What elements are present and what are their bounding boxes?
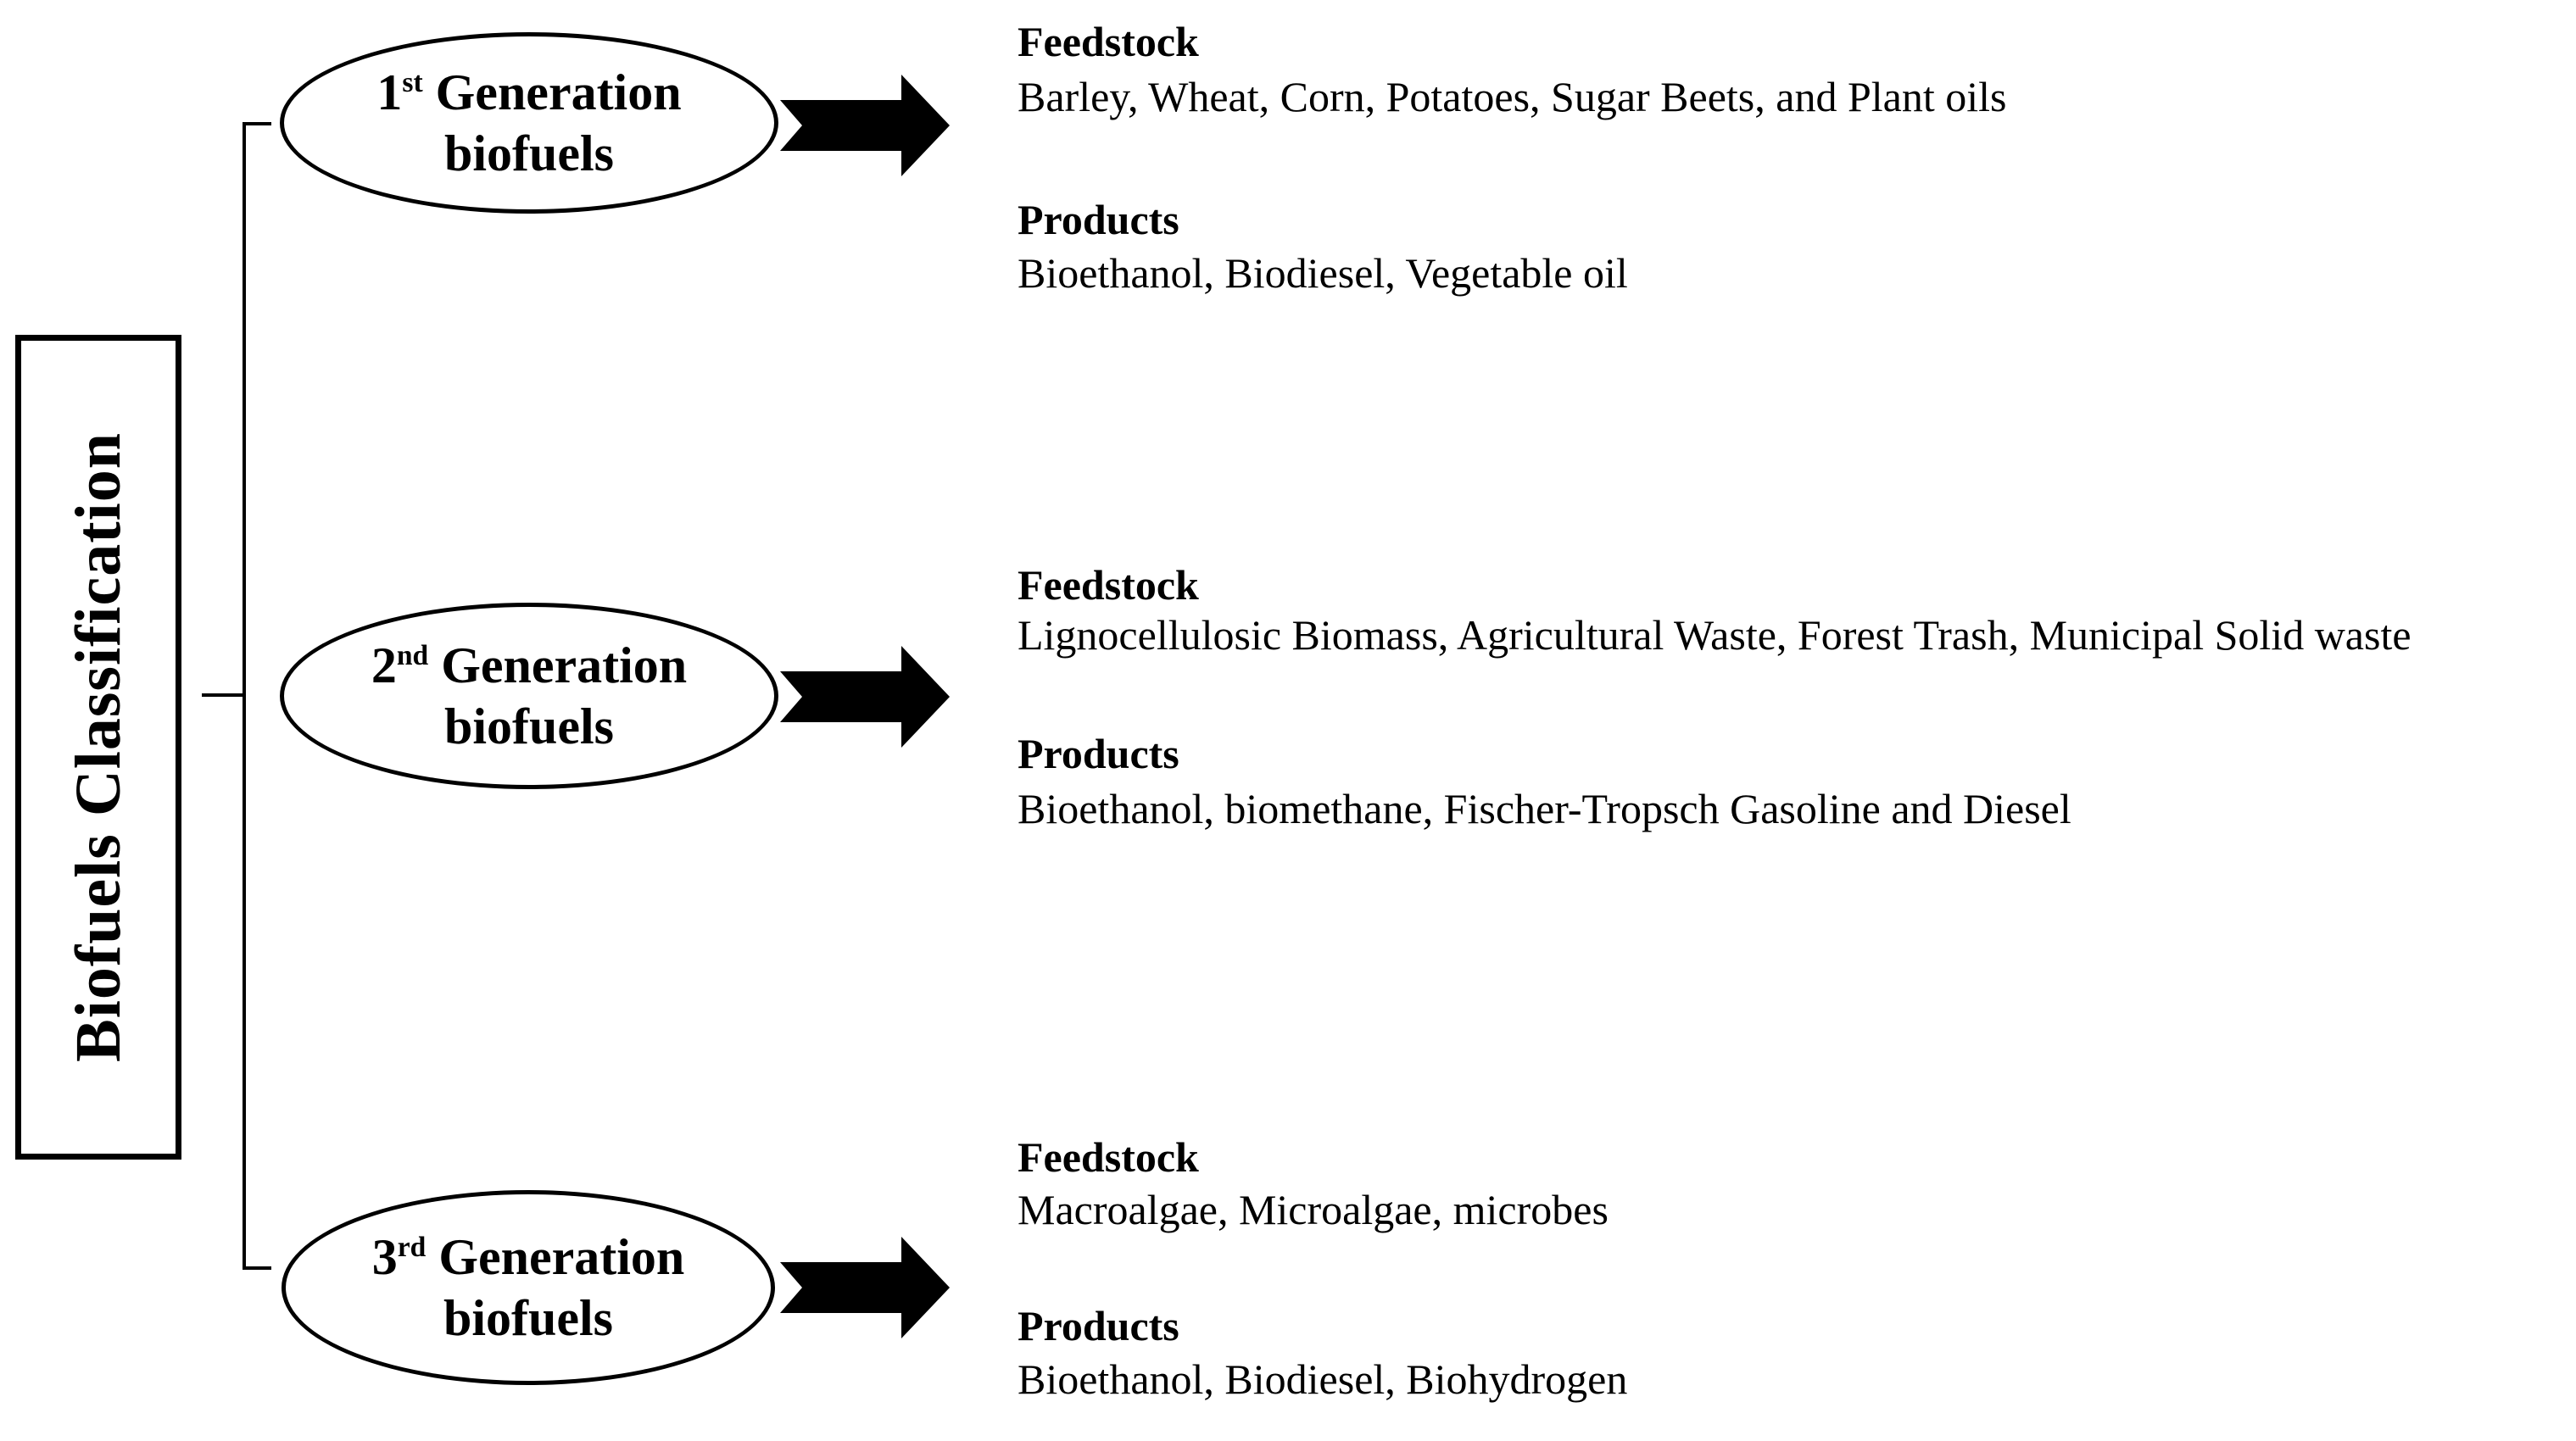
notched-right-arrow-shape <box>780 75 950 176</box>
generation-3-ordinal: 3 <box>371 1229 398 1285</box>
generation-1-title: 1st Generation <box>376 62 681 123</box>
products-list-3: Bioethanol, Biodiesel, Biohydrogen <box>1018 1355 1628 1403</box>
products-heading-3: Products <box>1018 1302 1179 1349</box>
notched-right-arrow-shape <box>780 646 950 748</box>
generation-2-title: 2nd Generation <box>371 635 687 696</box>
generation-1-word: Generation <box>422 64 682 120</box>
generation-2-word: Generation <box>428 637 688 693</box>
feedstock-heading-2: Feedstock <box>1018 561 1199 609</box>
generation-1-node: 1st Generation biofuels <box>280 32 778 214</box>
products-heading-1: Products <box>1018 196 1179 243</box>
flow-arrow-2-icon <box>780 646 950 748</box>
feedstock-list-2: Lignocellulosic Biomass, Agricultural Wa… <box>1018 611 2412 659</box>
generation-3-ordinal-suffix: rd <box>397 1232 427 1263</box>
products-list-1: Bioethanol, Biodiesel, Vegetable oil <box>1018 249 1628 297</box>
feedstock-heading-1: Feedstock <box>1018 18 1199 65</box>
biofuels-classification-label: Biofuels Classification <box>62 432 134 1062</box>
generation-1-ordinal: 1 <box>376 64 403 120</box>
feedstock-list-3: Macroalgae, Microalgae, microbes <box>1018 1186 1609 1233</box>
generation-1-ordinal-suffix: st <box>402 67 423 98</box>
generation-3-word: Generation <box>426 1229 685 1285</box>
generation-1-subtitle: biofuels <box>443 125 615 181</box>
feedstock-heading-3: Feedstock <box>1018 1133 1199 1181</box>
flow-arrow-1-icon <box>780 75 950 176</box>
notched-right-arrow-shape <box>780 1237 950 1338</box>
brace-stub-generation-1 <box>243 122 271 125</box>
generation-3-node: 3rd Generation biofuels <box>282 1190 775 1385</box>
generation-3-subtitle: biofuels <box>443 1290 614 1346</box>
generation-2-subtitle: biofuels <box>443 698 615 754</box>
generation-2-ordinal: 2 <box>371 637 397 693</box>
box-to-brace-connector <box>202 693 246 697</box>
generation-2-ordinal-suffix: nd <box>396 640 429 671</box>
flow-arrow-3-icon <box>780 1237 950 1338</box>
biofuels-classification-box: Biofuels Classification <box>15 335 181 1160</box>
brace-stub-generation-3 <box>243 1266 271 1270</box>
products-list-2: Bioethanol, biomethane, Fischer-Tropsch … <box>1018 785 2071 832</box>
generation-3-title: 3rd Generation <box>372 1227 685 1288</box>
feedstock-list-1: Barley, Wheat, Corn, Potatoes, Sugar Bee… <box>1018 73 2007 120</box>
products-heading-2: Products <box>1018 730 1179 777</box>
generation-2-node: 2nd Generation biofuels <box>280 603 778 789</box>
